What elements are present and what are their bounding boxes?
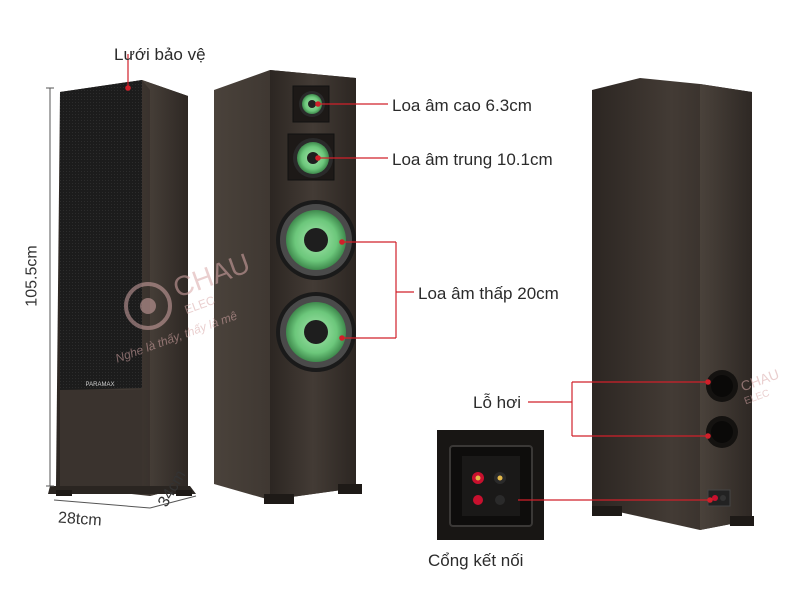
dimension-width: 28tcm [57,509,103,530]
speaker-front-drivers [214,70,362,504]
woofer-driver-lower [276,292,356,372]
woofer-driver-upper [276,200,356,280]
midrange-driver [287,133,335,181]
dimension-height: 105.5cm [23,245,41,307]
label-terminal: Cổng kết nối [428,551,524,570]
rear-terminal [707,489,731,507]
label-grille: Lưới bảo vệ [114,45,206,64]
label-woofer: Loa âm thấp 20cm [418,284,559,303]
brand-logo: PARAMAX [86,382,115,388]
watermark-logo [124,282,172,330]
label-port: Lỗ hơi [473,393,522,412]
terminal-closeup [437,430,544,540]
label-midrange: Loa âm trung 10.1cm [392,150,553,169]
callouts [125,54,713,503]
label-tweeter: Loa âm cao 6.3cm [392,96,532,115]
dimension-lines [46,87,197,509]
speaker-front-grille: PARAMAX [48,80,196,496]
grille-panel [60,80,142,390]
speaker-rear [592,78,754,530]
